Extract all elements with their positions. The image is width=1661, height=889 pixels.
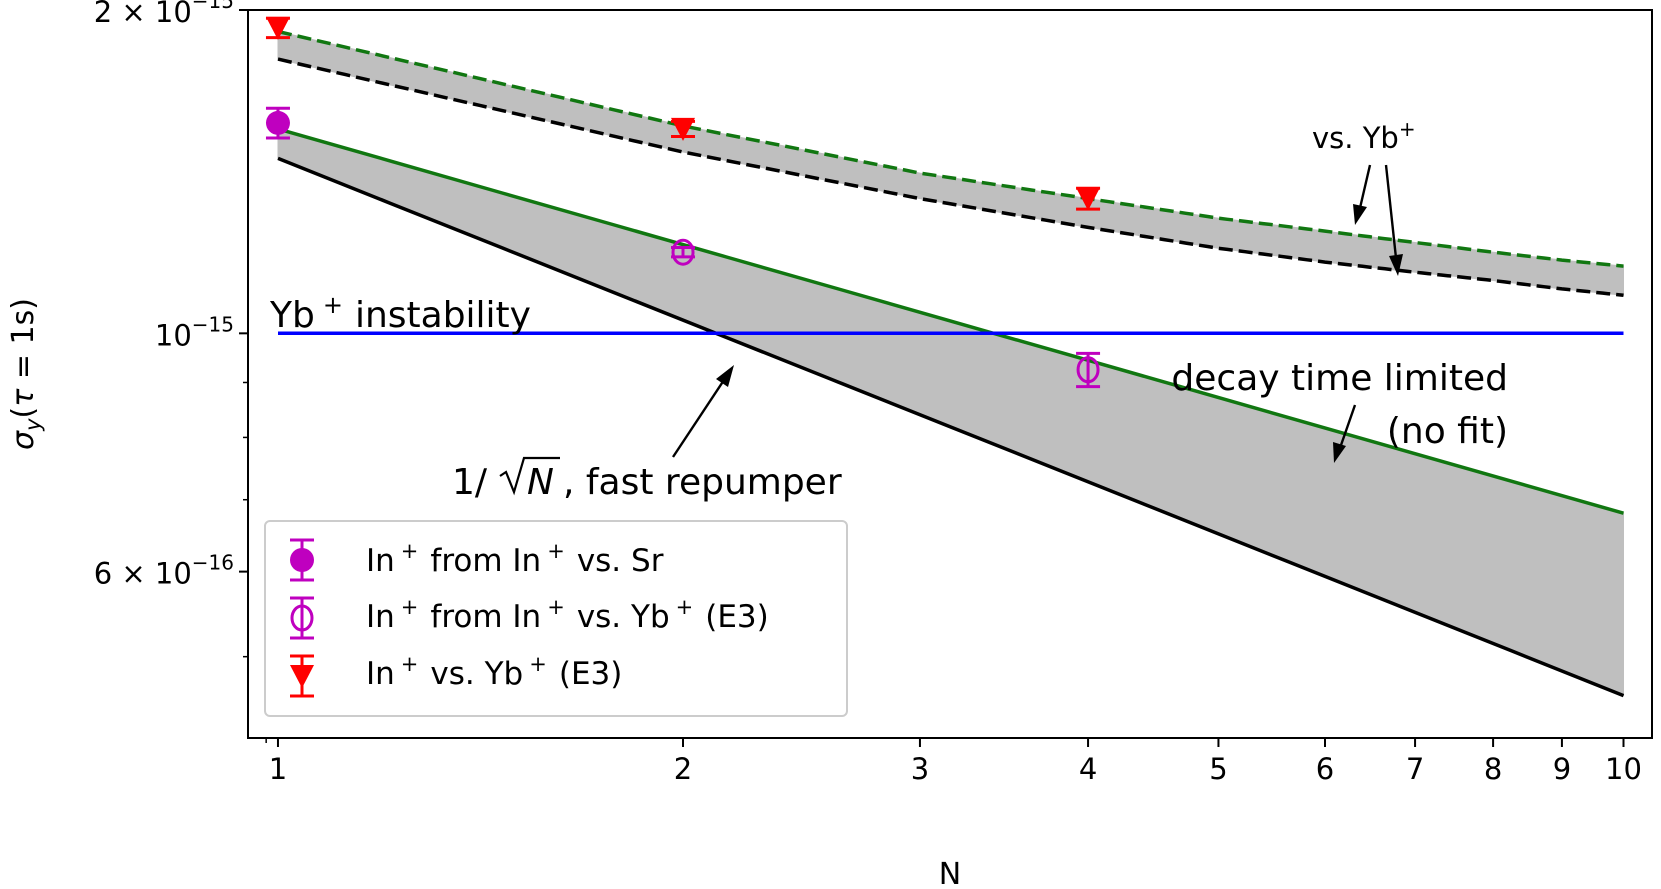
fast-repumper-annotation: 1/ N , fast repumper (452, 365, 842, 503)
x-tick-label-4: 4 (1079, 752, 1097, 786)
x-axis: 1 2 3 4 5 6 7 8 9 10 (265, 738, 1642, 786)
decay-limited-arrowhead (1333, 442, 1346, 463)
y-tick-label-1: 2 × 10−15 (94, 0, 234, 29)
point-in-from-in-vs-sr-1 (265, 110, 290, 135)
y-tick-label-2: 10−15 (155, 312, 234, 352)
point-in-vs-yb-e3-1 (265, 16, 290, 40)
line-black-solid (277, 156, 1625, 698)
y-axis-label: σy(τ = 1s) (6, 298, 45, 450)
line-green-solid (277, 127, 1624, 515)
line-green-dashed (277, 29, 1624, 268)
fast-repumper-arrowhead (716, 365, 734, 387)
legend-label-in-from-in-vs-yb: In+from In+vs. Yb+(E3) (366, 595, 769, 635)
legend: In+from In+vs. Sr In+from In+vs. Yb+(E3)… (264, 520, 848, 717)
x-tick-label-1: 1 (269, 752, 287, 786)
point-in-from-in-vs-yb-e3-2 (1076, 356, 1100, 384)
legend-frame (264, 520, 848, 717)
x-tick-label-6: 6 (1316, 752, 1334, 786)
legend-label-in-from-in-vs-sr: In+from In+vs. Sr (366, 539, 664, 579)
x-tick-label-2: 2 (674, 752, 692, 786)
legend-marker-1 (290, 548, 314, 572)
vs-yb-arrow-1 (1358, 164, 1372, 209)
svg-text:N: N (527, 462, 554, 503)
svg-text:1/: 1/ (452, 462, 488, 503)
decay-limited-annotation: decay time limited (no fit) (1171, 358, 1508, 463)
x-tick-label-10: 10 (1605, 752, 1642, 786)
x-tick-label-8: 8 (1484, 752, 1502, 786)
svg-text:, fast repumper: , fast repumper (563, 462, 842, 503)
shaded-band-1 (277, 30, 1624, 296)
x-axis-label: N (939, 857, 961, 889)
plot-frame (247, 9, 1653, 739)
point-in-vs-yb-e3-3 (1076, 187, 1101, 211)
decay-limited-arrow (1338, 404, 1357, 449)
x-tick-label-3: 3 (911, 752, 929, 786)
y-tick-label-3: 6 × 10−16 (94, 551, 234, 591)
y-axis: 2 × 10−15 10−15 6 × 10−16 (94, 0, 248, 658)
point-in-from-in-vs-yb-e3-1 (671, 238, 695, 266)
svg-text:(no fit): (no fit) (1387, 411, 1508, 452)
vs-yb-annotation: vs. Yb+ (1312, 117, 1416, 276)
svg-text:decay time limited: decay time limited (1171, 358, 1508, 399)
x-tick-label-5: 5 (1209, 752, 1227, 786)
curves (277, 29, 1625, 698)
data-points (265, 16, 1101, 389)
point-in-vs-yb-e3-2 (671, 117, 696, 141)
legend-marker-3 (290, 665, 314, 688)
vs-yb-arrowhead-2 (1389, 254, 1403, 276)
legend-marker-2 (290, 604, 314, 632)
yb-instability-annotation: Yb+instability (269, 291, 531, 336)
legend-label-in-vs-yb: In+vs. Yb+(E3) (366, 652, 622, 692)
legend-markers (290, 538, 314, 698)
line-black-dashed (277, 57, 1624, 298)
svg-text:vs. Yb+: vs. Yb+ (1312, 117, 1416, 155)
fast-repumper-arrow (671, 379, 726, 458)
sqrt-sign (499, 456, 560, 496)
vs-yb-arrow-2 (1384, 164, 1398, 259)
vs-yb-arrowhead-1 (1353, 204, 1367, 225)
x-tick-label-9: 9 (1553, 752, 1571, 786)
x-tick-label-7: 7 (1406, 752, 1424, 786)
